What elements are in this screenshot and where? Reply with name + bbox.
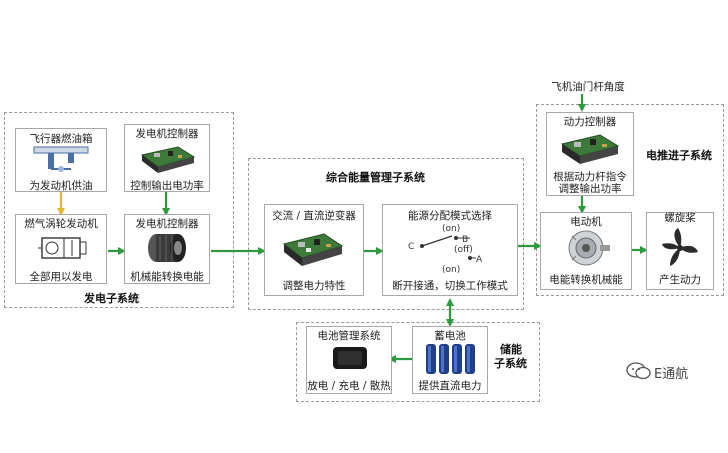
inverter-desc: 调整电力特性 — [282, 280, 346, 292]
propulsion-group — [536, 104, 724, 296]
switch-c-label: C — [408, 242, 414, 252]
switch-b-label: B — [462, 235, 468, 245]
bms-name: 电池管理系统 — [317, 330, 381, 342]
watermark-text: E通航 — [654, 367, 689, 382]
gen-controller-desc: 控制输出电功率 — [130, 180, 204, 192]
motor-desc: 电能转换机械能 — [549, 274, 623, 286]
power-generation-group — [4, 112, 234, 308]
bms-desc: 放电 / 充电 / 散热 — [307, 380, 391, 392]
storage-group — [296, 322, 540, 402]
battery-name: 蓄电池 — [434, 330, 466, 342]
battery-desc: 提供直流电力 — [418, 380, 482, 392]
power-controller-desc-2: 调整输出功率 — [558, 183, 622, 195]
throttle-input-label: 飞机油门杆角度 — [551, 81, 625, 93]
mode-select-box — [382, 204, 518, 296]
generator-name: 发电机控制器 — [135, 218, 199, 230]
storage-title-line2: 子系统 — [494, 357, 527, 370]
propeller-name: 螺旋桨 — [664, 212, 696, 224]
turbine-engine-icon — [38, 237, 87, 259]
gen-controller-name: 发电机控制器 — [135, 128, 199, 140]
generator-icon — [148, 234, 186, 262]
energy-management-title: 综合能量管理子系统 — [326, 171, 425, 184]
propeller-desc: 产生动力 — [659, 274, 701, 286]
fuel-tank-name: 飞行器燃油箱 — [29, 133, 93, 145]
power-controller-desc-1: 根据动力杆指令 — [553, 171, 627, 183]
power-generation-title: 发电子系统 — [84, 292, 139, 305]
turbine-box — [15, 214, 107, 284]
power-controller-name: 动力控制器 — [563, 116, 617, 128]
energy-management-group — [248, 158, 524, 310]
circuit-board-icon — [140, 146, 196, 173]
wechat-icon — [626, 362, 651, 380]
turbine-desc: 全部用以发电 — [29, 271, 93, 283]
mode-select-name: 能源分配模式选择 — [408, 210, 492, 222]
fuel-tank-desc: 为发动机供油 — [29, 180, 93, 192]
battery-box — [412, 326, 488, 394]
generator-desc: 机械能转换电能 — [130, 271, 204, 283]
switch-on-bottom-label: (on) — [442, 265, 460, 274]
propulsion-title: 电推进子系统 — [646, 149, 712, 162]
turbine-name: 燃气涡轮发动机 — [24, 218, 98, 230]
fuel-tank-icon — [33, 146, 89, 172]
fuel-tank-box — [15, 128, 107, 192]
inverter-board-icon — [282, 233, 344, 266]
inverter-name: 交流 / 直流逆变器 — [272, 210, 356, 222]
switch-a-label: A — [476, 255, 483, 265]
power-controller-board-icon — [560, 134, 620, 164]
switch-diagram: (on) B C (off) A (on) — [408, 224, 483, 274]
switch-on-top-label: (on) — [442, 224, 460, 234]
mode-select-desc: 断开接通，切换工作模式 — [392, 280, 508, 292]
throttle-input-box — [540, 78, 636, 94]
propeller-icon — [662, 228, 698, 266]
battery-cells-icon — [426, 344, 475, 374]
motor-name: 电动机 — [570, 216, 602, 228]
storage-title-line1: 储能 — [500, 343, 522, 356]
bms-device-icon — [333, 347, 367, 369]
motor-icon — [568, 230, 610, 266]
switch-off-label: (off) — [454, 245, 473, 255]
